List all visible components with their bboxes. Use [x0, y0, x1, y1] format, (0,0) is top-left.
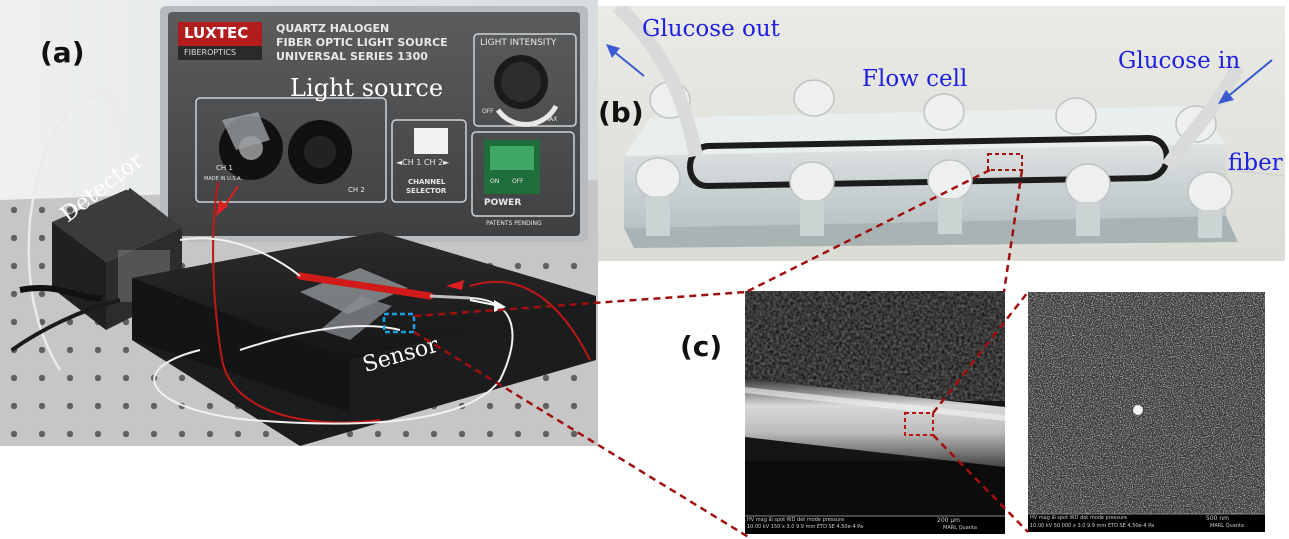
- patents-label: PATENTS PENDING: [486, 220, 542, 227]
- intensity-label: LIGHT INTENSITY: [480, 38, 557, 48]
- sem-right-info: HV mag ⊞ spot WD det mode pressure: [1030, 515, 1128, 521]
- channel-selector-label-2: SELECTOR: [406, 187, 447, 195]
- sem-left-info: HV mag ⊞ spot WD det mode pressure: [747, 517, 845, 523]
- ch1-label: CH 1: [216, 164, 233, 172]
- sem-image-high-mag: HV mag ⊞ spot WD det mode pressure 10.00…: [1028, 292, 1265, 532]
- sem-right-lab: MARL Quanta: [1210, 523, 1244, 529]
- sem-image-low-mag: HV mag ⊞ spot WD det mode pressure 10.00…: [745, 291, 1005, 534]
- sem-low-mag-drawing: [745, 291, 1005, 534]
- sem-left-info-values: 10.00 kV 150 x 3.0 9.9 mm ETD SE 4.50e-4…: [747, 524, 864, 530]
- sem-zoom-box: [904, 412, 934, 436]
- sem-left-lab: MARL Quanta: [943, 525, 977, 531]
- photo-setup: LUXTEC FIBEROPTICS QUARTZ HALOGEN FIBER …: [0, 0, 598, 446]
- channel-selector-label-1: CHANNEL: [408, 178, 446, 186]
- panel-label-a: (a): [40, 36, 85, 69]
- sem-right-info-values: 10.00 kV 50 000 x 3.0 9.9 mm ETD SE 4.50…: [1030, 523, 1155, 529]
- light-source-annotation: Light source: [290, 74, 444, 102]
- fiber-label: fiber: [1228, 150, 1283, 176]
- off-label: OFF: [482, 108, 494, 115]
- panel-label-c: (c): [680, 330, 723, 363]
- power-on-label: ON: [490, 178, 500, 185]
- device-line-2: FIBER OPTIC LIGHT SOURCE: [276, 36, 448, 49]
- switch-label: ◄CH 1 CH 2►: [396, 158, 450, 167]
- photo-flow-cell: Glucose out Flow cell Glucose in fiber: [598, 6, 1285, 261]
- sem-high-mag-drawing: [1028, 292, 1265, 532]
- power-off-label: OFF: [512, 178, 524, 185]
- max-label: MAX: [544, 116, 558, 123]
- device-line-1: QUARTZ HALOGEN: [276, 22, 390, 35]
- brand-sub-text: FIBEROPTICS: [184, 48, 237, 57]
- glucose-out-label: Glucose out: [642, 16, 780, 42]
- brand-logo-text: LUXTEC: [184, 24, 249, 42]
- flow-cell-label: Flow cell: [862, 66, 968, 92]
- panel-label-b: (b): [598, 96, 644, 129]
- made-label: MADE IN U.S.A.: [204, 176, 243, 182]
- sem-left-scale: 200 μm: [937, 517, 961, 524]
- power-label: POWER: [484, 198, 522, 208]
- glucose-in-label: Glucose in: [1118, 48, 1241, 74]
- sem-right-scale: 500 nm: [1206, 515, 1230, 522]
- flow-cell-drawing: [598, 6, 1285, 261]
- device-line-3: UNIVERSAL SERIES 1300: [276, 50, 428, 63]
- ch2-label: CH 2: [348, 186, 365, 194]
